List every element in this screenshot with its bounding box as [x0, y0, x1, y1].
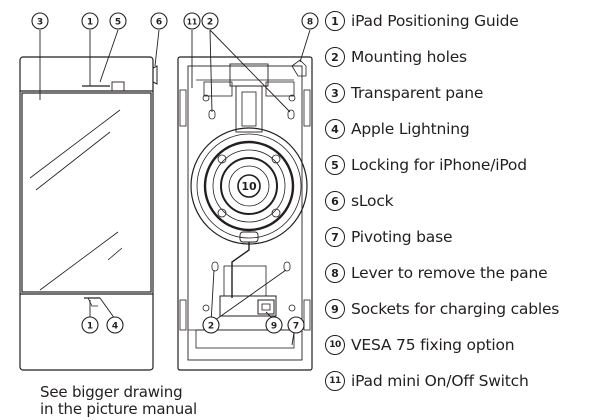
legend-item: 8 Lever to remove the pane [325, 261, 548, 285]
legend-number: 10 [325, 335, 345, 355]
callout-back-8: 8 [307, 18, 313, 28]
callout-circles [31, 12, 319, 334]
legend-number: 7 [325, 227, 345, 247]
legend-number: 9 [325, 299, 345, 319]
callout-front-3: 3 [37, 18, 43, 28]
legend-number: 2 [325, 47, 345, 67]
legend-number: 1 [325, 11, 345, 31]
legend-item: 11 iPad mini On/Off Switch [325, 369, 529, 393]
legend-number: 3 [325, 83, 345, 103]
front-transparent-pane [21, 92, 152, 293]
legend-label: Pivoting base [351, 228, 453, 246]
mounting-hole [283, 261, 291, 272]
callout-back-bottom-9: 9 [271, 322, 277, 332]
legend-item: 7 Pivoting base [325, 225, 452, 249]
legend-number: 8 [325, 263, 345, 283]
legend-item: 6 sLock [325, 189, 394, 213]
legend-number: 5 [325, 155, 345, 175]
callout-front-bottom-1: 1 [87, 322, 93, 332]
back-frame [177, 56, 313, 371]
legend-label: Locking for iPhone/iPod [351, 156, 527, 174]
legend-item: 1 iPad Positioning Guide [325, 9, 519, 33]
legend-label: VESA 75 fixing option [351, 336, 515, 354]
back-view [177, 56, 313, 371]
mounting-hole [211, 261, 219, 272]
callout-front-6: 6 [156, 18, 162, 28]
front-frame [19, 56, 154, 371]
legend-label: Apple Lightning [351, 120, 470, 138]
legend-label: iPad mini On/Off Switch [351, 372, 529, 390]
legend-number: 4 [325, 119, 345, 139]
legend-label: Sockets for charging cables [351, 300, 560, 318]
callout-front-bottom-4: 4 [112, 322, 118, 332]
legend-label: Mounting holes [351, 48, 467, 66]
legend-number: 11 [325, 371, 345, 391]
legend-label: sLock [351, 192, 394, 210]
mounting-hole [287, 109, 295, 120]
manual-note: See bigger drawing in the picture manual [40, 384, 197, 418]
manual-note-line2: in the picture manual [40, 400, 197, 418]
legend-item: 4 Apple Lightning [325, 117, 470, 141]
legend-number: 6 [325, 191, 345, 211]
callout-back-10: 10 [241, 180, 257, 193]
legend-label: iPad Positioning Guide [351, 12, 519, 30]
callout-back-bottom-2: 2 [208, 322, 214, 332]
callout-back-2: 2 [207, 18, 213, 28]
callout-labels: 3 1 5 6 1 4 11 2 8 10 2 9 7 [37, 18, 313, 332]
front-view [19, 56, 158, 371]
leader-lines [39, 29, 311, 346]
legend-item: 2 Mounting holes [325, 45, 467, 69]
callout-back-bottom-7: 7 [293, 322, 299, 332]
legend-item: 5 Locking for iPhone/iPod [325, 153, 527, 177]
legend-item: 10 VESA 75 fixing option [325, 333, 515, 357]
legend-label: Lever to remove the pane [351, 264, 548, 282]
legend-item: 9 Sockets for charging cables [325, 297, 559, 321]
legend-label: Transparent pane [351, 84, 484, 102]
callout-front-1: 1 [87, 18, 93, 28]
legend-item: 3 Transparent pane [325, 81, 483, 105]
callout-back-11: 11 [187, 18, 197, 27]
callout-front-5: 5 [115, 18, 121, 28]
manual-note-line1: See bigger drawing [40, 383, 183, 401]
